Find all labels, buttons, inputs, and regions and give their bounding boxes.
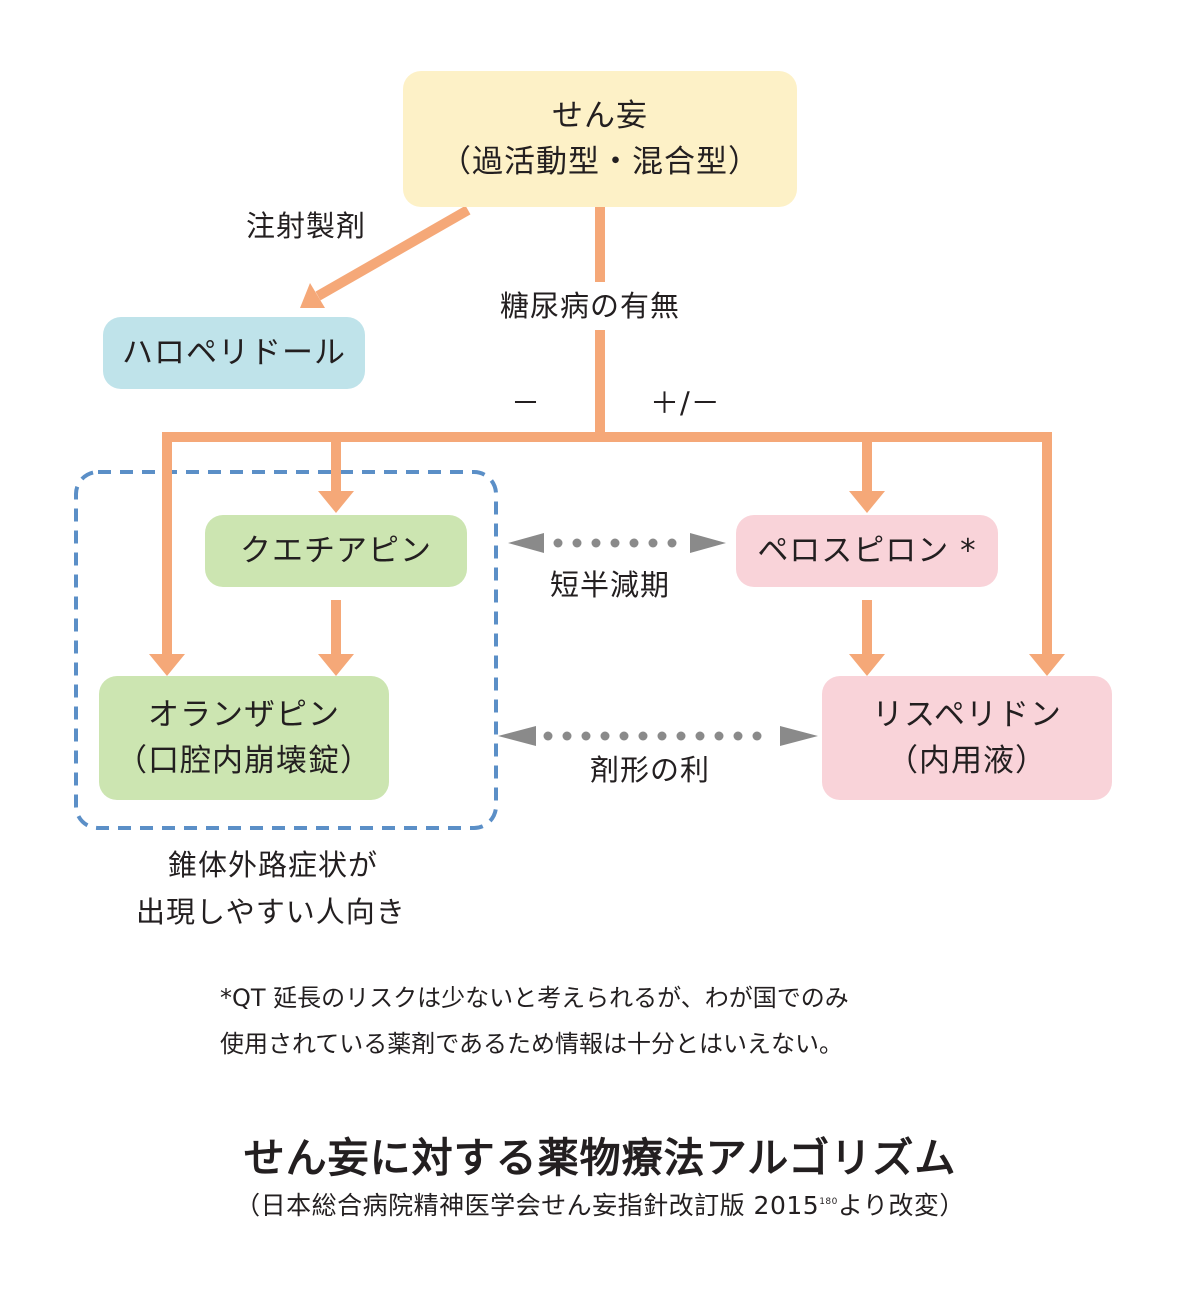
node-risperidone-subtitle: （内用液） [887,743,1047,779]
node-haloperidol: ハロペリドール [103,317,365,389]
arrowhead-quetiapine [318,491,354,513]
label-injection: 注射製剤 [246,209,367,243]
injection-shaft [315,205,471,301]
footnote-line2: 使用されている薬剤であるため情報は十分とはいえない。 [220,1030,844,1058]
figure-source: （日本総合病院精神医学会せん妄指針改訂版 2015180より改変） [0,1186,1200,1222]
dotted-arrow-half-life [508,533,726,553]
node-perospirone-label: ペロスピロン * [757,533,977,569]
node-delirium-title: せん妄 [552,98,648,134]
node-haloperidol-label: ハロペリドール [122,335,346,371]
node-olanzapine-title: オランザピン [148,697,340,733]
arrowhead-perospirone [849,491,885,513]
figure-title: せん妄に対する薬物療法アルゴリズム [243,1134,957,1182]
node-delirium: せん妄 （過活動型・混合型） [403,71,797,207]
node-quetiapine-label: クエチアピン [240,533,432,569]
label-dosage-form: 剤形の利 [590,753,711,787]
orange-arrowheads [149,283,1065,676]
eps-group-border [74,470,498,830]
label-minus: － [511,386,542,420]
branch-bar [162,432,1052,493]
label-plus-minus: ＋/－ [650,386,721,420]
label-diabetes: 糖尿病の有無 [500,289,681,323]
node-risperidone-title: リスペリドン [872,697,1062,733]
source-ref: 180 [819,1197,838,1207]
source-text: （日本総合病院精神医学会せん妄指針改訂版 2015 [235,1191,820,1220]
source-text-after: より改変） [837,1191,965,1220]
node-risperidone: リスペリドン （内用液） [822,676,1112,800]
node-quetiapine: クエチアピン [205,515,467,587]
node-olanzapine-subtitle: （口腔内崩壊錠） [116,743,372,779]
node-olanzapine: オランザピン （口腔内崩壊錠） [99,676,389,800]
node-perospirone: ペロスピロン * [736,515,998,587]
arrowhead-olanzapine-left [149,654,185,676]
label-short-half-life: 短半減期 [550,568,671,602]
arrowhead-risperidone-right [1029,654,1065,676]
arrowhead-risperidone-left [849,654,885,676]
arrowhead-haloperidol [300,283,325,308]
arrowhead-olanzapine-right [318,654,354,676]
orange-arrows [162,205,1052,655]
footnote-line1: *QT 延長のリスクは少ないと考えられるが、わが国でのみ [220,984,849,1012]
group-note-line1: 錐体外路症状が [168,848,379,882]
node-delirium-subtitle: （過活動型・混合型） [440,144,760,180]
group-note-line2: 出現しやすい人向き [136,895,406,929]
dotted-arrow-dosage-form [498,726,818,746]
